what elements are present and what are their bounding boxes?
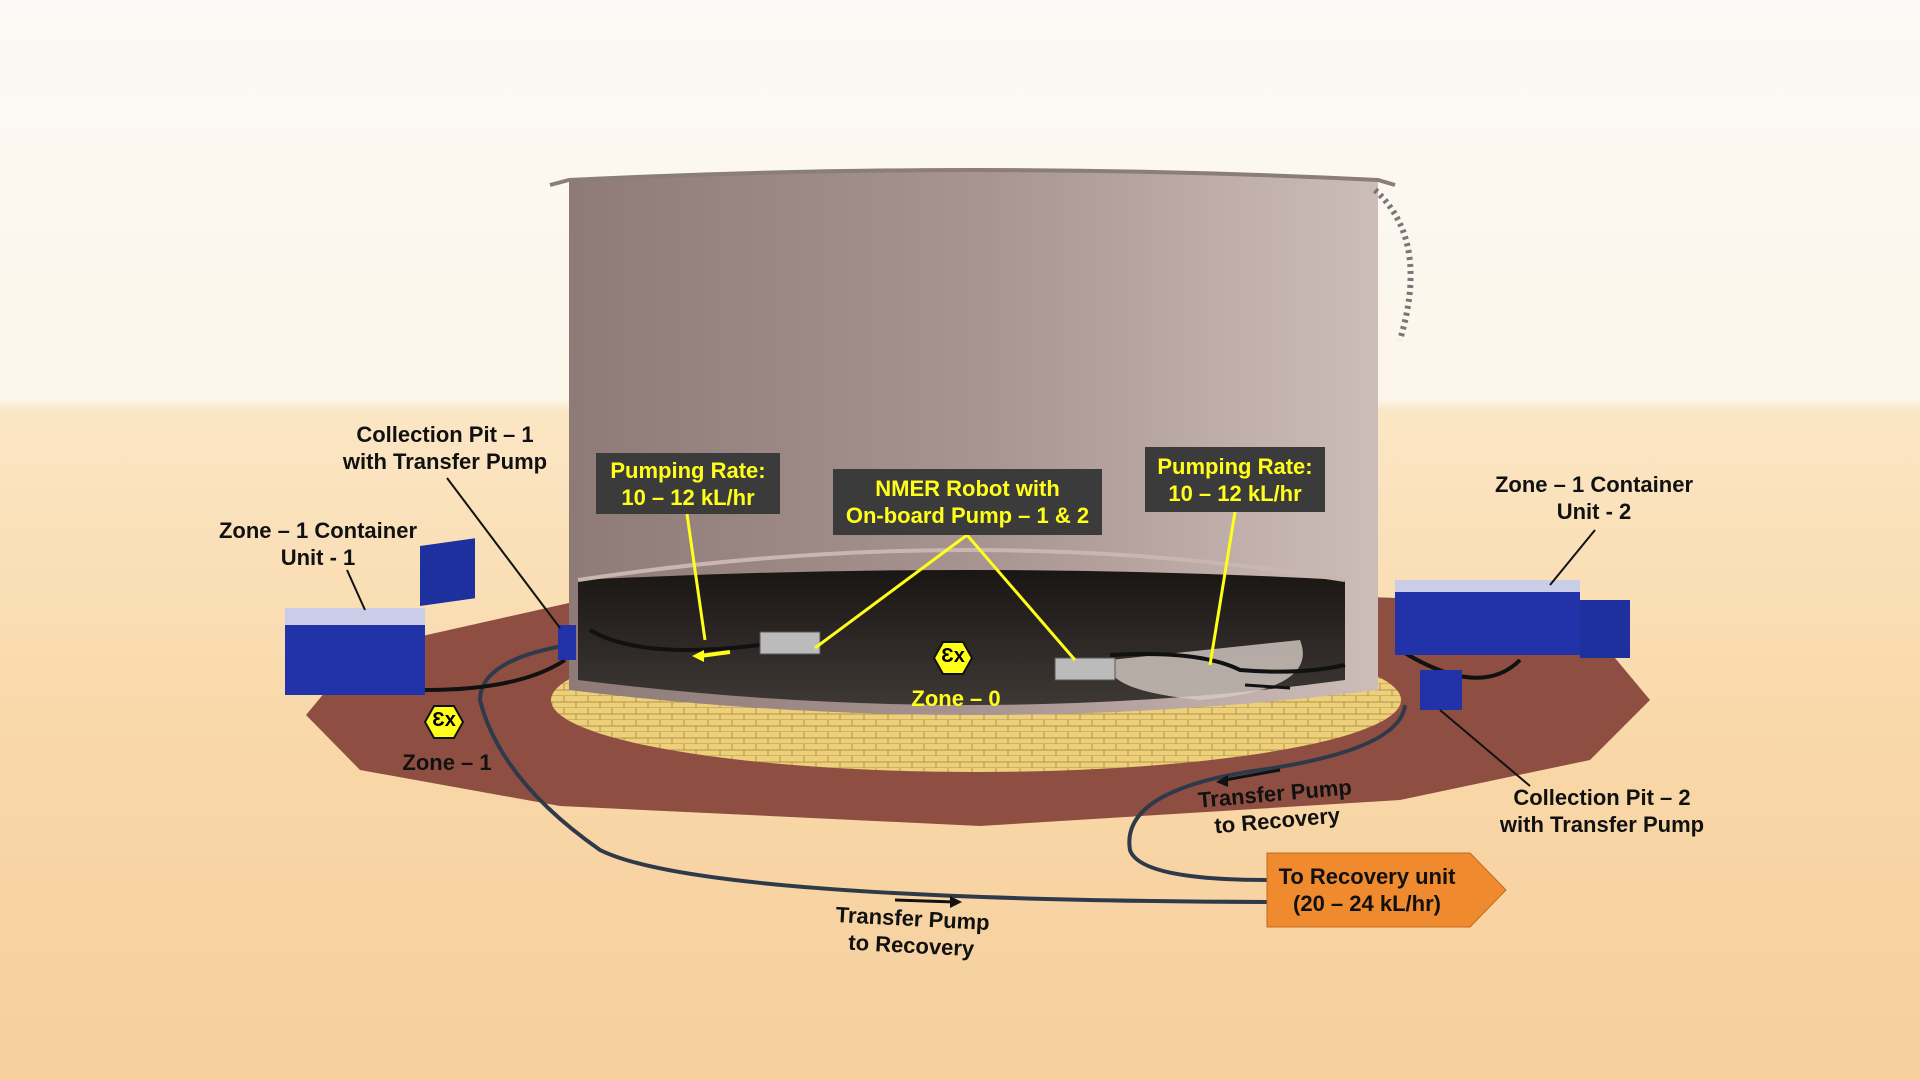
- transfer-pipe-1: [477, 643, 1268, 904]
- label-line: NMER Robot with: [875, 476, 1060, 501]
- label-zone-0: Zone – 0: [911, 686, 1001, 711]
- label-zone-1: Zone – 1: [402, 750, 492, 775]
- container-unit-1: [285, 538, 475, 695]
- label-line: Pumping Rate:: [1157, 453, 1313, 479]
- label-collection-pit-2: Collection Pit – 2 with Transfer Pump: [1500, 784, 1704, 838]
- transfer-pipe-2: [1127, 704, 1407, 882]
- label-line: Zone – 1 Container: [1494, 472, 1694, 497]
- robot-1: [759, 631, 821, 655]
- label-line: 10 – 12 kL/hr: [1168, 480, 1302, 506]
- label-line: with Transfer Pump: [1499, 812, 1705, 837]
- label-line: Unit - 2: [1556, 499, 1632, 524]
- ex-symbol-zone-0: Ɛx: [941, 645, 965, 667]
- collection-pit-2: [1420, 670, 1462, 710]
- callout-lines: [685, 511, 1237, 666]
- pumping-rate-left-box: Pumping Rate: 10 – 12 kL/hr: [596, 453, 780, 514]
- label-collection-pit-1: Collection Pit – 1 with Transfer Pump: [343, 421, 547, 475]
- label-transfer-pump-bottom: Transfer Pump to Recovery: [834, 901, 991, 963]
- recovery-arrow-shape: [1266, 852, 1507, 928]
- recovery-unit-arrow: To Recovery unit (20 – 24 kL/hr): [1267, 853, 1506, 927]
- label-line: On-board Pump – 1 & 2: [845, 503, 1090, 528]
- nmer-robot-box: NMER Robot with On-board Pump – 1 & 2: [833, 469, 1102, 535]
- label-line: Unit - 1: [280, 545, 356, 570]
- pumping-rate-right-box: Pumping Rate: 10 – 12 kL/hr: [1145, 447, 1325, 512]
- label-line: Zone – 1 Container: [218, 518, 418, 543]
- label-container-unit-2: Zone – 1 Container Unit - 2: [1495, 471, 1693, 525]
- label-line: Collection Pit – 2: [1513, 785, 1691, 810]
- ex-symbol-zone-1: Ɛx: [432, 709, 456, 731]
- label-line: with Transfer Pump: [342, 449, 548, 474]
- label-line: 10 – 12 kL/hr: [621, 484, 755, 510]
- leader-lines: [346, 477, 1596, 787]
- hose-1: [588, 628, 761, 652]
- label-line: (20 – 24 kL/hr): [1293, 891, 1441, 916]
- label-line: Collection Pit – 1: [356, 422, 534, 447]
- collection-pit-1: [558, 625, 576, 660]
- label-container-unit-1: Zone – 1 Container Unit - 1: [219, 517, 417, 571]
- ex-hexagon-zone-1: [423, 705, 465, 739]
- container-unit-2: [1395, 580, 1630, 658]
- label-line: To Recovery unit: [1278, 864, 1456, 889]
- ex-hexagon-zone-0: [932, 641, 974, 675]
- label-line: Pumping Rate:: [610, 457, 766, 483]
- hose-2: [1109, 652, 1346, 674]
- robot-2: [1054, 657, 1116, 681]
